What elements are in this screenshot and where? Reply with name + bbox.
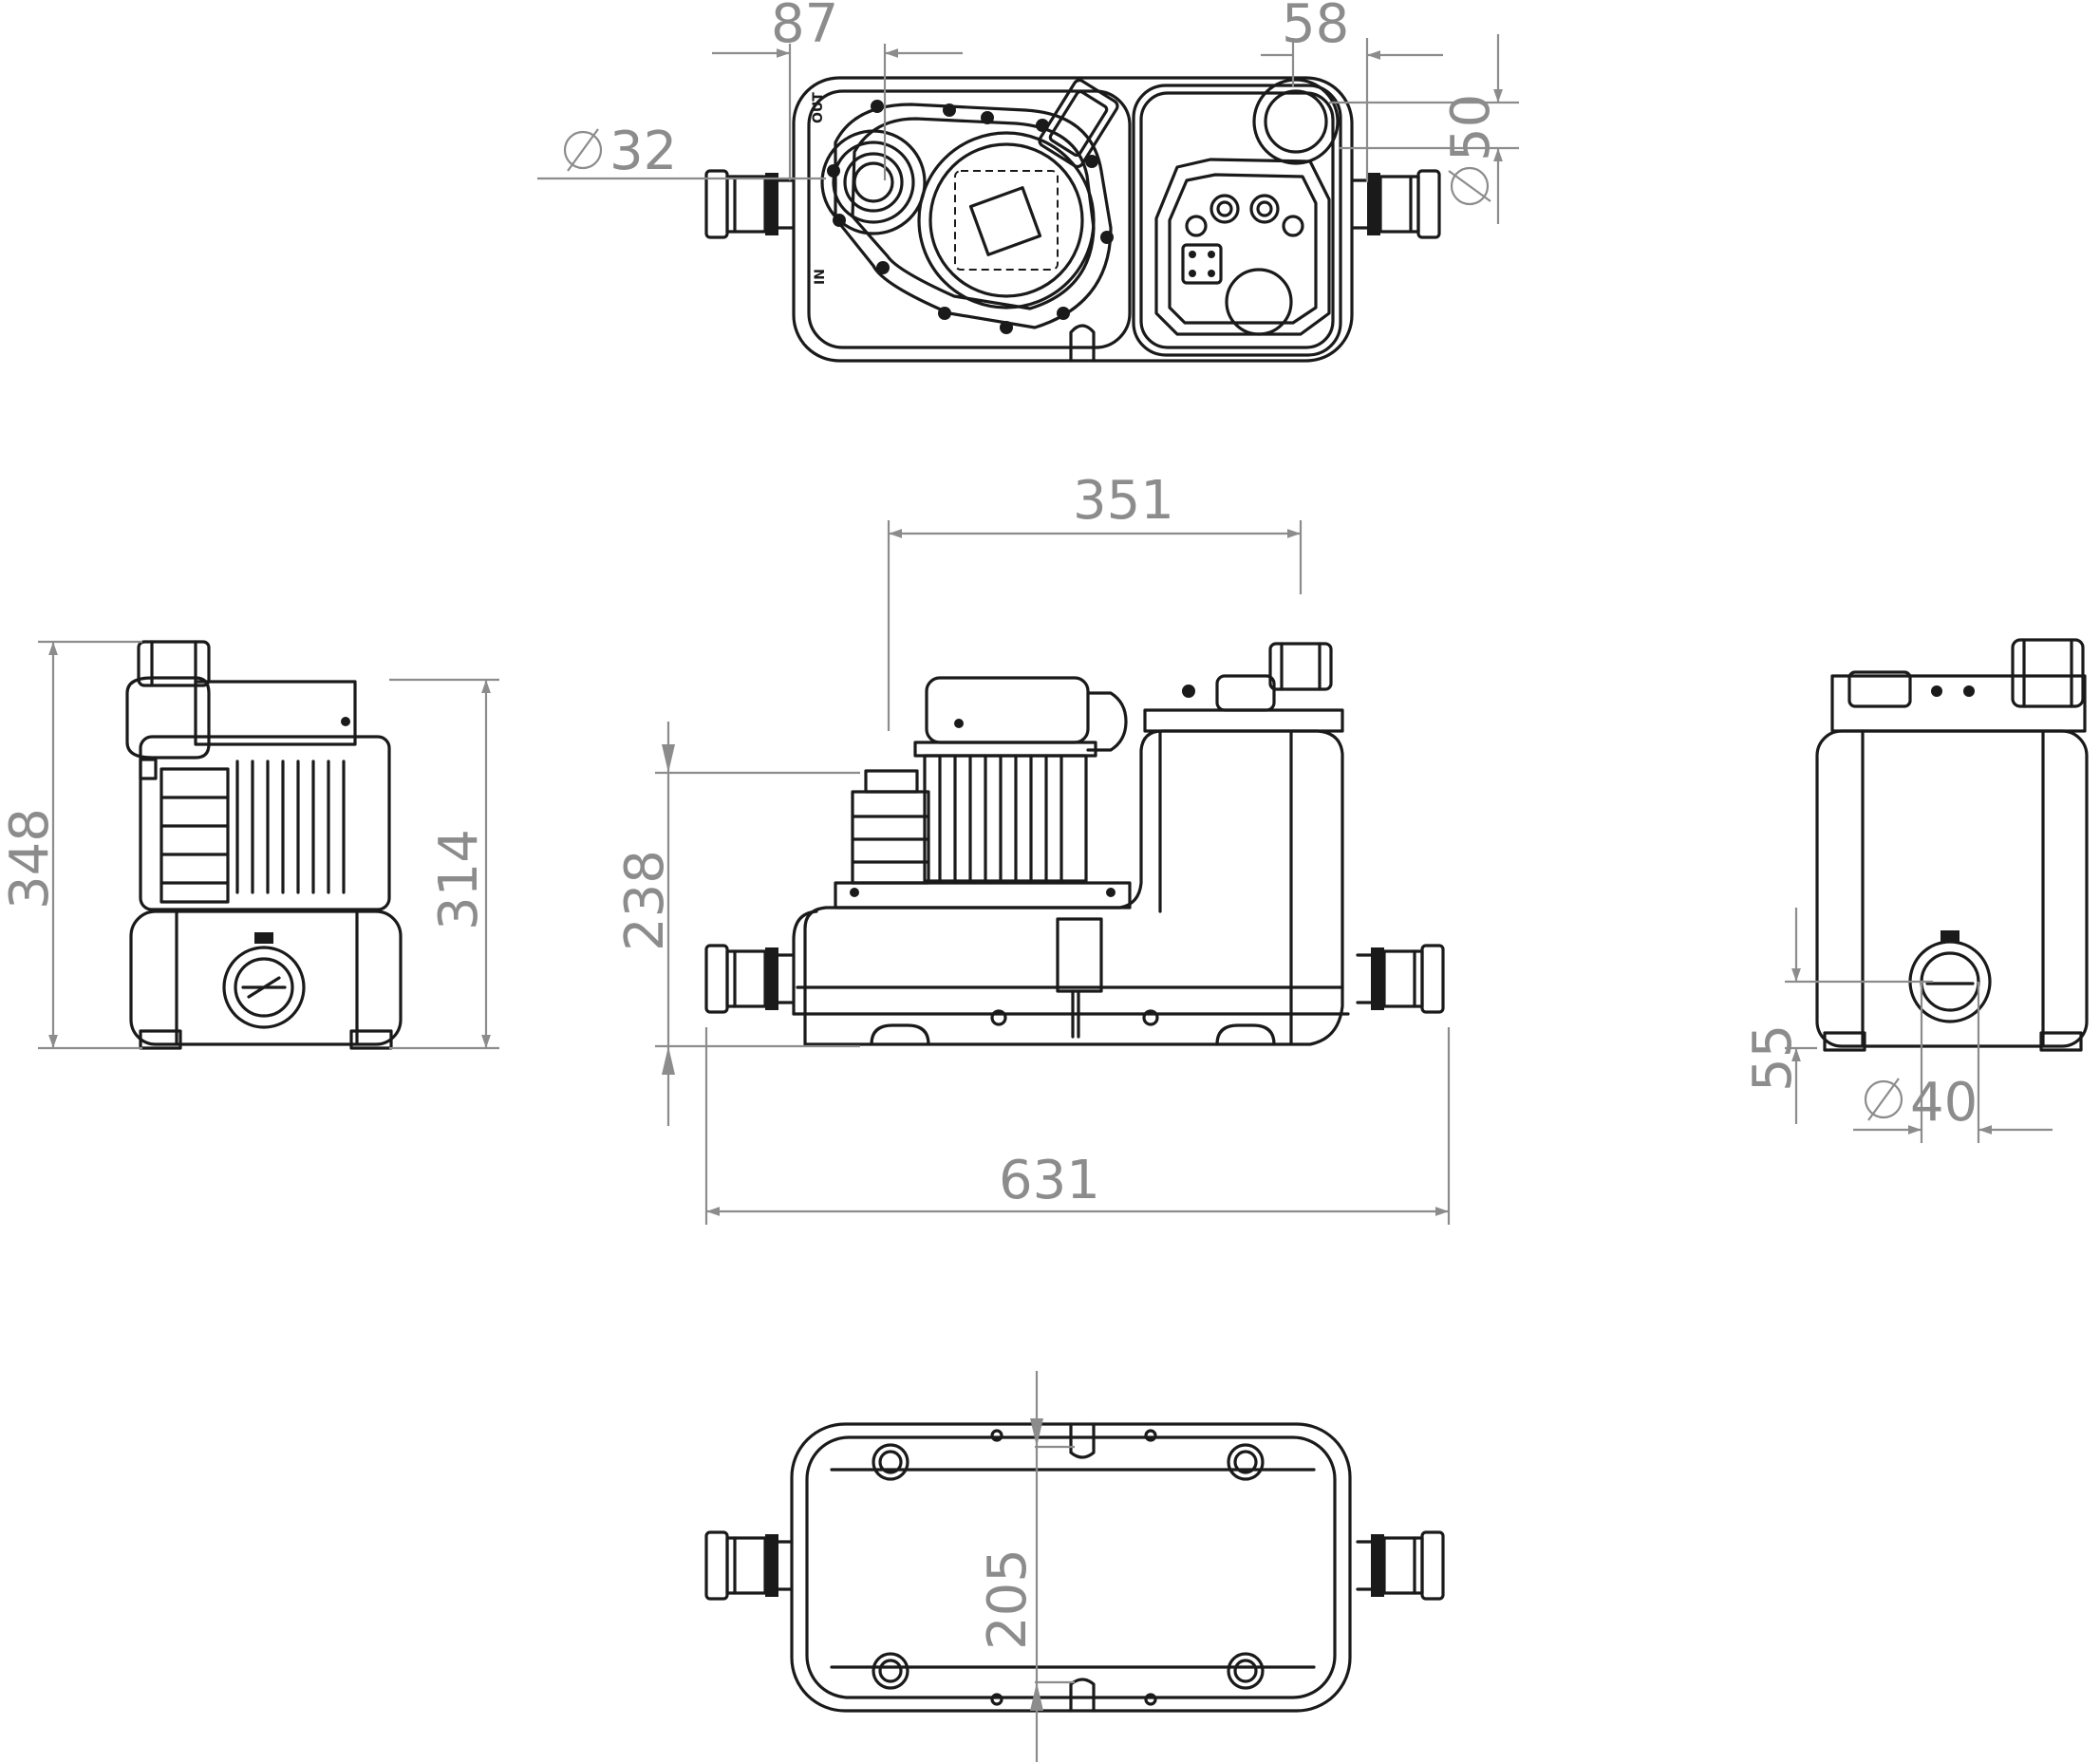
bottom-view: 205: [704, 1371, 1445, 1762]
top-out-marking: OUT: [811, 92, 826, 123]
bottom-outlet-stub: [1356, 1530, 1445, 1601]
dim-87-label: 87: [771, 0, 838, 55]
bottom-bolt-tl: [872, 1443, 909, 1481]
right-view-body: [1815, 638, 2089, 1052]
bottom-inlet-stub: [704, 1530, 794, 1601]
top-inlet-stub: [704, 169, 794, 239]
dim-351: 351: [887, 470, 1303, 731]
top-view: OUT IN 87 58 32 50: [537, 0, 1519, 363]
dim-diam-50-label: 50: [1440, 94, 1502, 161]
dim-87: 87: [712, 0, 963, 180]
right-view: 55 40: [1742, 638, 2089, 1143]
dim-58-label: 58: [1282, 0, 1349, 55]
dim-314-label: 314: [428, 829, 490, 930]
left-view: 348 314: [0, 640, 499, 1050]
dim-diam-40-label: 40: [1910, 1072, 1978, 1134]
dim-314: 314: [389, 678, 499, 1050]
front-view: 351 238 631: [614, 470, 1451, 1225]
left-view-body: [125, 640, 403, 1050]
bottom-bolt-br: [1227, 1652, 1265, 1690]
dim-55-label: 55: [1742, 1024, 1804, 1092]
dim-55: 55: [1742, 908, 1933, 1124]
dim-351-label: 351: [1073, 470, 1174, 532]
dim-348: 348: [0, 640, 142, 1050]
dim-205-label: 205: [977, 1548, 1039, 1650]
bottom-view-body: [790, 1422, 1352, 1713]
dim-238: 238: [614, 722, 860, 1126]
dim-diam-50: 50: [1329, 34, 1519, 224]
dim-631-label: 631: [999, 1150, 1100, 1211]
dim-348-label: 348: [0, 808, 61, 910]
bottom-bolt-tr: [1227, 1443, 1265, 1481]
dim-diam-40: 40: [1853, 982, 2053, 1143]
dim-631: 631: [704, 1027, 1451, 1225]
front-inlet-stub: [704, 944, 794, 1014]
front-outlet-stub: [1356, 944, 1445, 1014]
dim-205: 205: [977, 1371, 1075, 1762]
front-view-body: [792, 642, 1350, 1046]
dim-58: 58: [1261, 0, 1443, 182]
bottom-bolt-bl: [872, 1652, 909, 1690]
top-view-body: [792, 76, 1354, 363]
dim-238-label: 238: [614, 850, 676, 951]
dim-diam-32: 32: [537, 121, 826, 182]
top-in-marking: IN: [813, 269, 828, 285]
dim-diam-32-label: 32: [609, 121, 677, 182]
